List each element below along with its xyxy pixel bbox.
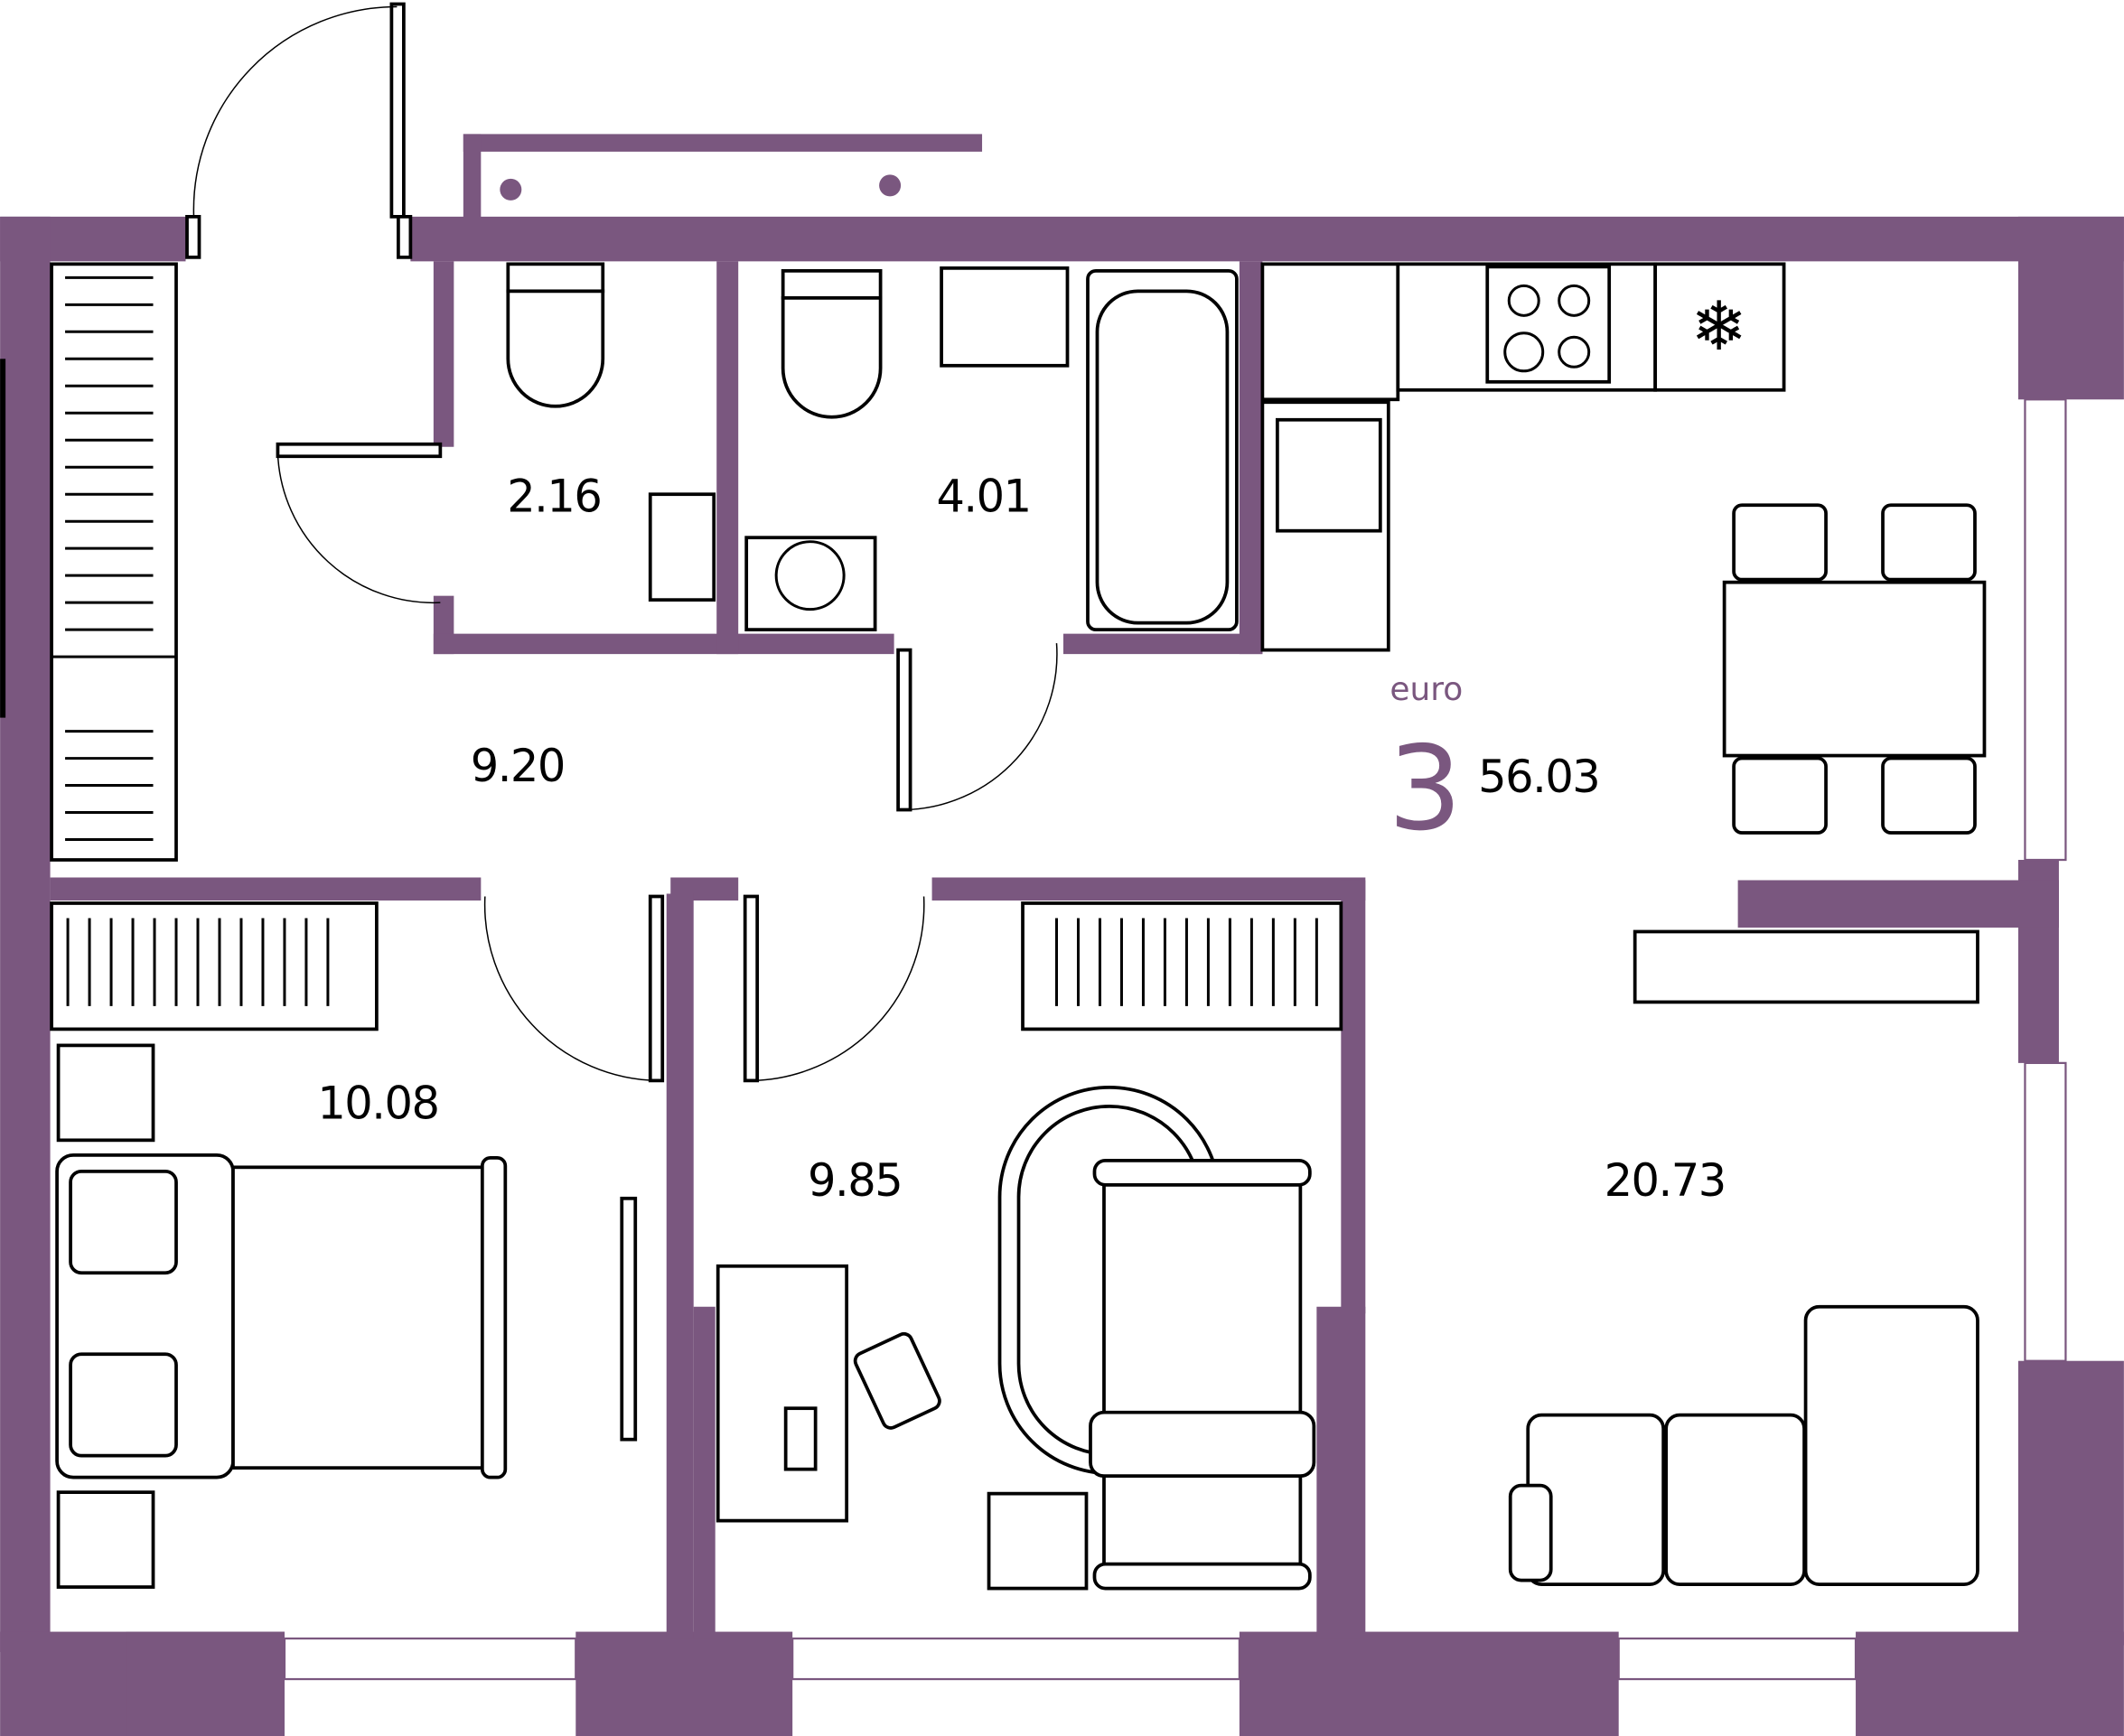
furniture: ❄ [50,262,1987,1591]
apartment-type-label: euro [1389,671,1463,708]
room-area-toilet: 2.16 [507,471,601,523]
total-area: 56.03 [1478,751,1599,803]
rooms-count: 3 [1388,722,1462,857]
doors [185,2,1058,1083]
room-area-kitchen-living: 20.73 [1605,1154,1726,1207]
snowflake-icon: ❄ [1690,290,1747,365]
room-area-hallway: 9.20 [471,740,565,792]
room-area-kids-room: 9.85 [808,1154,902,1207]
radiator [65,275,154,842]
room-area-bedroom: 10.08 [317,1077,438,1129]
room-labels: 2.16 4.01 9.20 10.08 9.85 20.73 euro 3 5… [317,471,1726,1207]
room-area-bathroom: 4.01 [936,471,1030,523]
walls [0,134,2124,1736]
